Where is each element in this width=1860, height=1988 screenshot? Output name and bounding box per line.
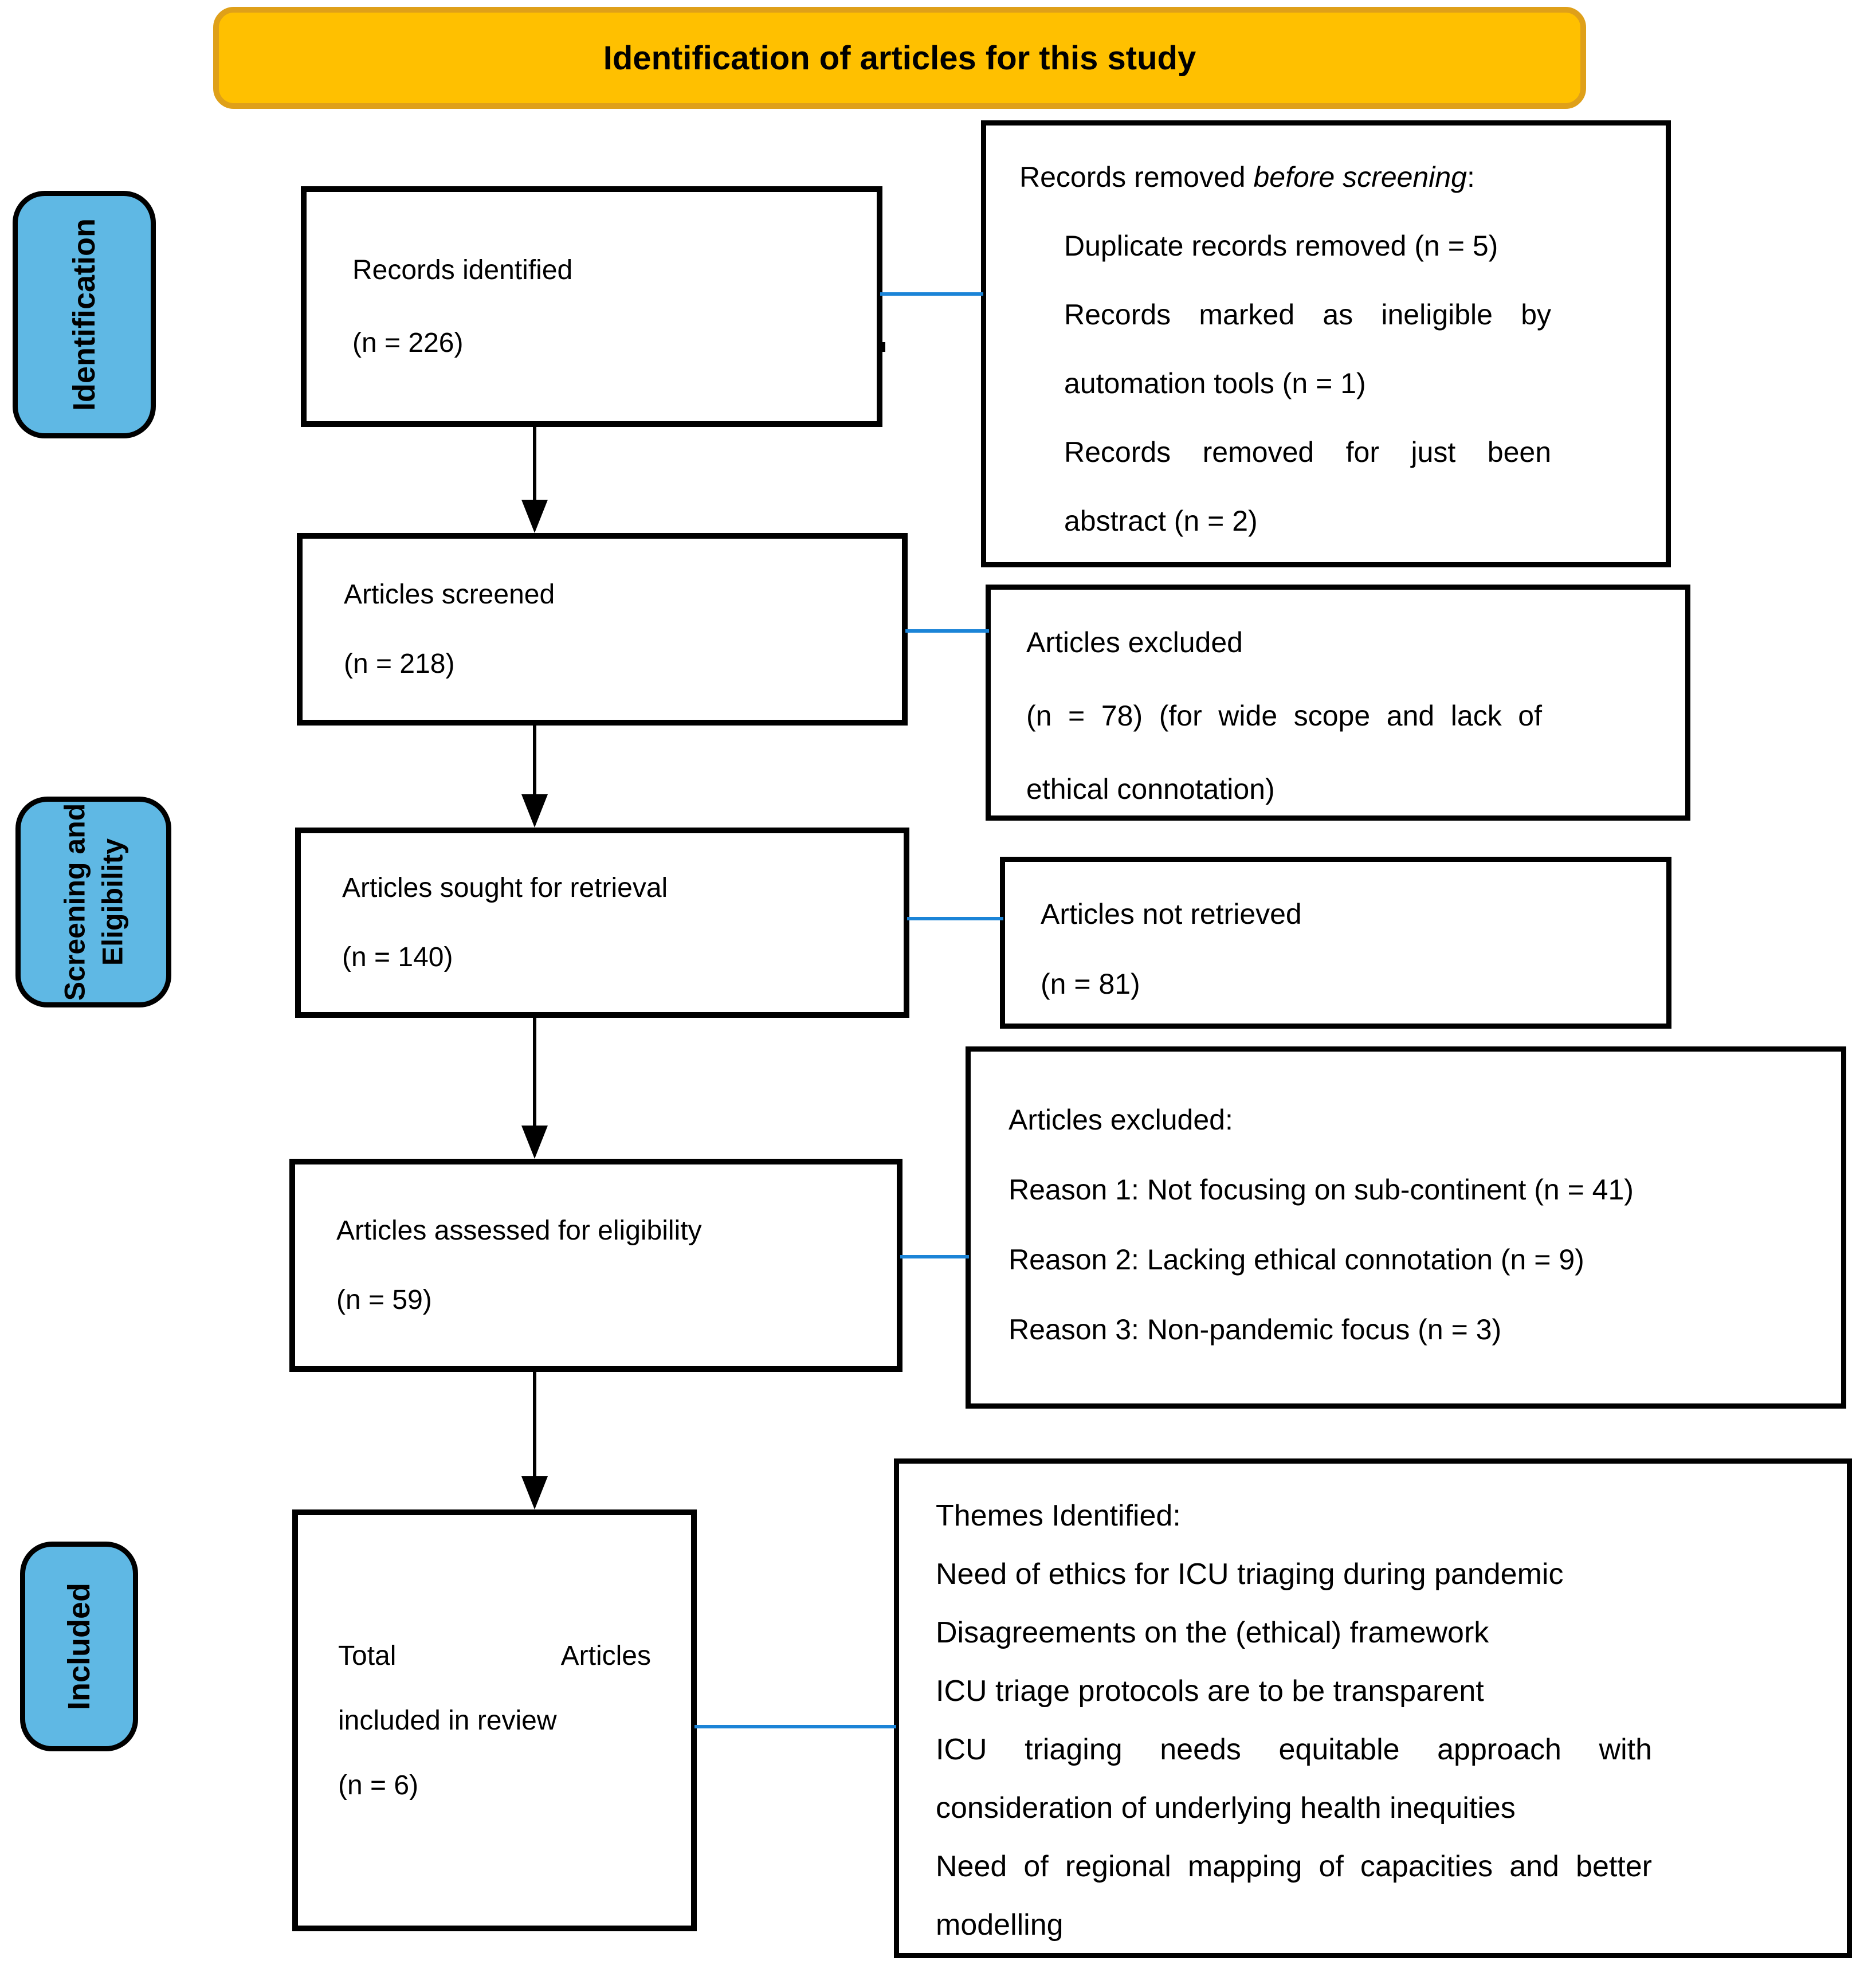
arrowhead-screened-to-sought [521,794,548,828]
box-articles-excluded-eligibility: Articles excluded: Reason 1: Not focusin… [966,1046,1846,1409]
box-articles-sought: Articles sought for retrieval (n = 140) [295,828,909,1018]
articles-excluded-eligibility-title: Articles excluded: [1009,1104,1233,1136]
records-removed-intro: Records removed before screening: [1019,161,1475,193]
box-total-included: Total Articles included in review (n = 6… [292,1509,697,1931]
total-included-title: Total Articles [338,1640,651,1671]
stage-identification-label: Identification [67,218,101,411]
black-dot-artifact [877,342,885,352]
stage-included: Included [20,1542,138,1751]
stage-screening-line2: Eligibility [96,838,128,966]
exclusion-reason-2: Reason 2: Lacking ethical connotation (n… [1009,1244,1584,1276]
title-banner: Identification of articles for this stud… [213,7,1586,109]
records-removed-item-automation: Records marked as ineligible by automati… [1064,299,1551,399]
box-articles-assessed: Articles assessed for eligibility (n = 5… [289,1159,902,1372]
exclusion-reason-1: Reason 1: Not focusing on sub-continent … [1009,1174,1634,1206]
themes-title: Themes Identified: [936,1499,1181,1532]
records-identified-count: (n = 226) [352,328,464,358]
arrow-line-sought-to-assessed [533,1018,536,1126]
records-removed-intro-emphasis: before screening [1253,161,1467,193]
theme-transparency: ICU triage protocols are to be transpare… [936,1675,1484,1708]
box-articles-screened: Articles screened (n = 218) [297,533,908,726]
connector-assessed-to-excluded [900,1255,969,1258]
articles-screened-count: (n = 218) [344,649,455,679]
stage-identification: Identification [13,191,156,438]
articles-sought-count: (n = 140) [342,942,453,973]
stage-included-label: Included [62,1582,97,1711]
records-identified-title: Records identified [352,255,573,285]
connector-screened-to-excluded [905,629,989,633]
box-records-identified: Records identified (n = 226) [301,186,882,427]
connector-included-to-themes [694,1725,896,1728]
arrowhead-assessed-to-included [521,1476,548,1509]
box-themes-identified: Themes Identified: Need of ethics for IC… [894,1458,1852,1958]
articles-excluded-screening-detail: (n = 78) (for wide scope and lack of eth… [1026,700,1542,805]
theme-regional-mapping: Need of regional mapping of capacities a… [936,1850,1652,1942]
theme-ethics-need: Need of ethics for ICU triaging during p… [936,1558,1564,1591]
theme-equitable-approach: ICU triaging needs equitable approach wi… [936,1733,1652,1825]
stage-screening-eligibility: Screening and Eligibility [15,797,171,1007]
total-included-count: (n = 6) [338,1770,419,1801]
stage-screening-eligibility-label: Screening and Eligibility [56,803,131,1001]
box-records-removed: Records removed before screening: Duplic… [981,120,1671,567]
arrowhead-identified-to-screened [521,500,548,533]
connector-identified-to-removed [880,292,983,296]
articles-excluded-screening-title: Articles excluded [1026,626,1243,658]
arrow-line-identified-to-screened [533,427,536,500]
box-articles-excluded-screening: Articles excluded (n = 78) (for wide sco… [986,585,1690,821]
arrow-line-assessed-to-included [533,1372,536,1476]
articles-sought-title: Articles sought for retrieval [342,873,668,903]
theme-disagreements: Disagreements on the (ethical) framework [936,1616,1489,1649]
title-banner-label: Identification of articles for this stud… [603,39,1196,77]
articles-not-retrieved-title: Articles not retrieved [1041,898,1302,930]
total-included-line2: included in review [338,1705,557,1736]
articles-screened-title: Articles screened [344,579,555,610]
articles-assessed-count: (n = 59) [336,1285,432,1315]
stage-screening-line1: Screening and [58,803,91,1001]
articles-not-retrieved-count: (n = 81) [1041,968,1140,1000]
records-removed-item-abstract: Records removed for just been abstract (… [1064,436,1551,537]
articles-assessed-title: Articles assessed for eligibility [336,1215,702,1246]
records-removed-item-duplicates: Duplicate records removed (n = 5) [1064,230,1498,262]
connector-sought-to-notretrieved [907,917,1003,920]
arrowhead-sought-to-assessed [521,1126,548,1159]
box-articles-not-retrieved: Articles not retrieved (n = 81) [1000,857,1671,1029]
arrow-line-screened-to-sought [533,726,536,794]
exclusion-reason-3: Reason 3: Non-pandemic focus (n = 3) [1009,1313,1502,1346]
